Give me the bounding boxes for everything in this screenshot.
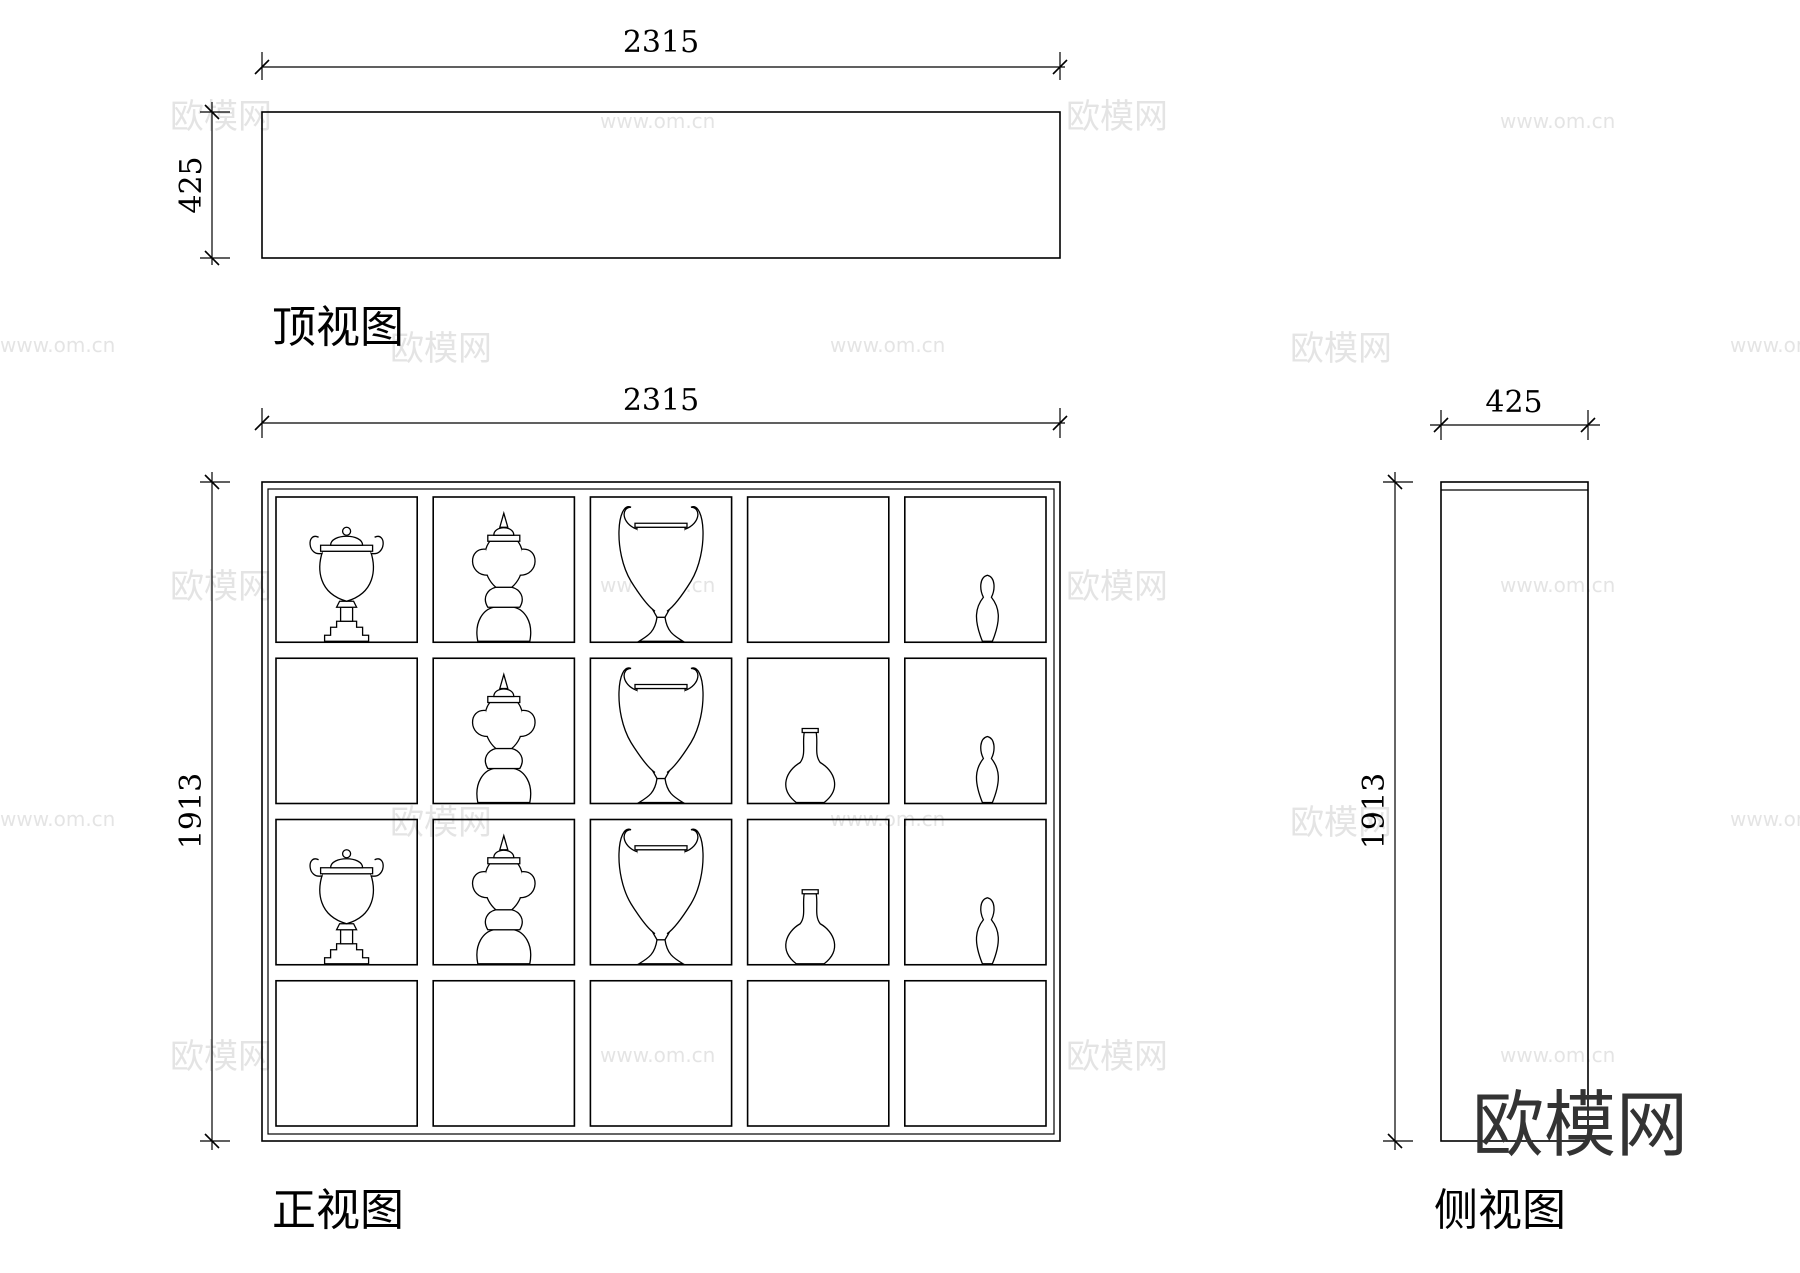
top-view-title: 顶视图: [272, 302, 404, 353]
watermark-brand: 欧模网: [390, 329, 492, 369]
cup-spire-item: [471, 510, 536, 642]
top-view-outline: [261, 111, 1061, 259]
watermark-brand: 欧模网: [1290, 329, 1392, 369]
watermark-site: www.om.cn: [1500, 573, 1615, 597]
front-width-tick-left: [254, 415, 270, 431]
side-height-tick-bottom: [1387, 1133, 1403, 1149]
side-depth-label: 425: [1485, 385, 1542, 420]
cabinet-cell: [275, 496, 418, 644]
top-depth-label: 425: [174, 156, 209, 213]
pin-item: [975, 574, 999, 642]
watermark-site: www.om.cn: [830, 333, 945, 357]
watermark-site: www.om.cn: [1730, 807, 1800, 831]
side-view-title: 侧视图: [1434, 1185, 1566, 1236]
front-height-label: 1913: [174, 773, 209, 849]
cabinet-cell: [903, 496, 1047, 644]
front-view-title: 正视图: [272, 1185, 404, 1236]
cabinet-cell: [589, 979, 733, 1127]
side-view-outline: [1440, 481, 1589, 1142]
watermark-brand: 欧模网: [1066, 567, 1168, 607]
cabinet-cell: [746, 657, 890, 805]
cabinet-outline: [261, 481, 1061, 1142]
cup-lidded-item: [309, 849, 384, 965]
side-view: 425 1913 侧视图: [1357, 385, 1600, 1236]
front-width-tick-right: [1052, 415, 1068, 431]
side-depth-tick-left: [1433, 417, 1449, 433]
cup-eared-item: [618, 828, 704, 965]
cup-eared-item: [618, 506, 704, 642]
watermark-brand: 欧模网: [1290, 803, 1392, 843]
front-height-tick-top: [204, 474, 220, 490]
watermark-brand-large: 欧模网: [1472, 1083, 1688, 1167]
watermark-site: www.om.cn: [0, 807, 115, 831]
side-depth-tick-right: [1580, 417, 1596, 433]
cabinet-cell: [589, 818, 733, 966]
cabinet-inner-frame: [267, 488, 1055, 1135]
cabinet-cell: [746, 818, 890, 966]
top-view: 2315 425 顶视图: [174, 25, 1068, 353]
cabinet-cells: [275, 496, 1047, 1127]
front-view: 2315 1913 正视图: [174, 383, 1068, 1236]
watermark-brand: 欧模网: [170, 1037, 272, 1077]
cabinet-cell: [432, 657, 576, 805]
vase-item: [785, 889, 836, 965]
cabinet-cell: [746, 496, 890, 644]
cabinet-cell: [432, 818, 576, 966]
cabinet-cell: [432, 496, 576, 644]
watermark-site: www.om.cn: [0, 333, 115, 357]
watermark-site: www.om.cn: [1730, 333, 1800, 357]
front-height-tick-bottom: [204, 1133, 220, 1149]
cabinet-cell: [432, 979, 576, 1127]
cup-lidded-item: [309, 526, 384, 642]
watermark-site: www.om.cn: [1500, 1043, 1615, 1067]
side-height-tick-top: [1387, 474, 1403, 490]
watermark-site: www.om.cn: [600, 1043, 715, 1067]
cabinet-cell: [589, 657, 733, 805]
watermark-brand: 欧模网: [390, 803, 492, 843]
side-height-label: 1913: [1357, 773, 1392, 849]
watermark-site: www.om.cn: [600, 109, 715, 133]
watermark-brand: 欧模网: [1066, 97, 1168, 137]
top-width-label: 2315: [623, 25, 699, 60]
top-width-tick-left: [254, 59, 270, 75]
cabinet-cell: [275, 657, 418, 805]
watermark-site: www.om.cn: [1500, 109, 1615, 133]
cabinet-cell: [275, 818, 418, 966]
watermark-brand: 欧模网: [170, 97, 272, 137]
front-width-label: 2315: [623, 383, 699, 418]
cup-eared-item: [618, 667, 704, 804]
watermark-brand: 欧模网: [170, 567, 272, 607]
cabinet-cell: [589, 496, 733, 644]
cabinet-cell: [275, 979, 418, 1127]
top-depth-tick-bottom: [204, 250, 220, 266]
cabinet-cell: [903, 979, 1047, 1127]
watermark-layer: 欧模网 www.om.cn 欧模网 www.om.cn www.om.cn 欧模网 www.…: [0, 97, 1800, 1077]
watermark-brand: 欧模网: [1066, 1037, 1168, 1077]
cup-spire-item: [471, 833, 536, 965]
cabinet-cell: [903, 818, 1047, 966]
vase-item: [785, 727, 836, 804]
pin-item: [975, 735, 999, 804]
top-depth-tick-top: [204, 104, 220, 120]
cabinet-cell: [903, 657, 1047, 805]
pin-item: [975, 897, 999, 965]
cabinet-cell: [746, 979, 890, 1127]
top-width-tick-right: [1052, 59, 1068, 75]
cup-spire-item: [471, 672, 536, 804]
